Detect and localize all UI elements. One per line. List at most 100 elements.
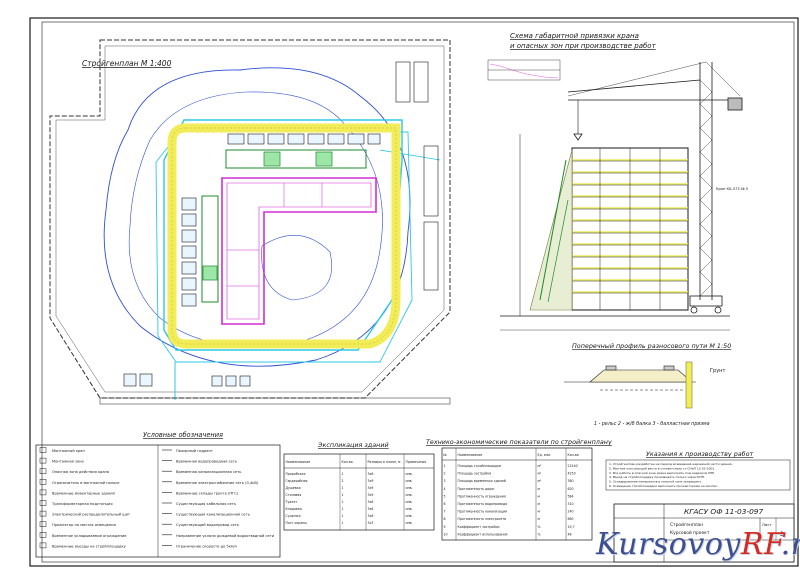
legend-item: Временные инвентарные здания bbox=[52, 491, 115, 495]
tep-table-cell: 4 bbox=[444, 487, 446, 491]
buildings-table-cell: 1 bbox=[342, 514, 344, 518]
temp-building bbox=[327, 133, 345, 145]
buildings-table-cell: Туалет bbox=[285, 500, 298, 504]
temporary-road bbox=[167, 123, 401, 349]
legend-item: Временные въезды на стройплощадку bbox=[52, 544, 127, 548]
temp-building bbox=[181, 197, 197, 211]
tep-table-cell: 240 bbox=[568, 510, 574, 514]
buildings-table-cell: 1 bbox=[342, 486, 344, 490]
crane-scheme-title-1: Схема габаритной привязки крана bbox=[510, 32, 639, 40]
temp-building bbox=[347, 133, 365, 145]
temp-building bbox=[227, 133, 245, 145]
tep-table-cell: м bbox=[538, 502, 541, 506]
watermark-part-1: Kursovoy bbox=[596, 527, 741, 562]
tep-table-cell: 620 bbox=[568, 487, 574, 491]
temp-building bbox=[239, 375, 251, 387]
load-curve bbox=[489, 63, 559, 79]
temp-building bbox=[247, 133, 265, 145]
legend-item: Пожарный гидрант bbox=[176, 449, 213, 453]
temp-building bbox=[367, 133, 381, 145]
tep-table-cell: Коэффициент застройки bbox=[458, 525, 500, 529]
floor-lines bbox=[572, 148, 688, 310]
tep-table-cell: м bbox=[538, 494, 541, 498]
safety-boundary-2 bbox=[547, 199, 569, 303]
legend-symbol bbox=[39, 457, 47, 464]
legend-symbol bbox=[39, 500, 47, 506]
tep-table-cell: Протяженность дорог bbox=[458, 487, 496, 491]
tep-table-cell: 7 bbox=[444, 510, 446, 514]
buildings-table-cell: инв. bbox=[406, 472, 413, 476]
notes-line: 2. Монтаж конструкций вести в соответств… bbox=[609, 466, 715, 470]
buildings-table-cell: инв. bbox=[406, 486, 413, 490]
tep-table-cell: 10 bbox=[444, 532, 448, 536]
temp-building bbox=[181, 213, 197, 227]
legend-item: Ограничение скорости до 5км/ч bbox=[176, 544, 237, 548]
tep-table-cell: Протяженность водопровода bbox=[458, 502, 508, 506]
crane-scheme-title-2: и опасных зон при производстве работ bbox=[510, 42, 657, 50]
buildings-table-cell: инв. bbox=[406, 500, 413, 504]
watermark-part-3: .ru bbox=[780, 527, 800, 562]
stamp-row-1: Стройгенплан bbox=[670, 521, 703, 528]
legend-item: Временные склады грунта (ПГС) bbox=[176, 491, 239, 495]
temp-building bbox=[211, 375, 223, 387]
notes-title: Указания к производству работ bbox=[646, 450, 754, 458]
crane-track-vertical bbox=[201, 195, 219, 303]
buildings-table-cell: Столовая bbox=[286, 493, 302, 497]
tep-table-cell: 19,7 bbox=[568, 525, 575, 529]
buildings-table-cell: инв. bbox=[406, 514, 413, 518]
temp-buildings-top bbox=[227, 133, 381, 145]
temp-building bbox=[287, 133, 305, 145]
notes-lines: 1. Стройгенплан разработан на период воз… bbox=[609, 462, 733, 488]
crane-jib-tie bbox=[567, 61, 707, 97]
sheet-inner-frame bbox=[41, 21, 795, 563]
gate-buildings bbox=[123, 373, 251, 387]
title-block: КГАСУ ОФ 11-03-097 Стройгенплан Курсовой… bbox=[613, 503, 795, 563]
buildings-table-cell: 3х6 bbox=[368, 472, 374, 476]
street-curb bbox=[99, 397, 451, 405]
tep-table-cell: Площадь стройплощадки bbox=[458, 464, 501, 468]
tep-table-cell: 9 bbox=[444, 525, 446, 529]
track-section-ground-label: Грунт bbox=[710, 368, 725, 374]
notes-frame bbox=[605, 459, 791, 491]
tep-table-cell: 8 bbox=[444, 517, 446, 521]
buildings-table-cell: 3х6 bbox=[368, 514, 374, 518]
legend-symbol bbox=[39, 447, 47, 453]
inner-zone-outline bbox=[261, 235, 332, 301]
tep-table-cell: 380 bbox=[568, 479, 574, 483]
legend-item: Временная водопроводная сеть bbox=[176, 460, 237, 464]
buildings-table-cell: 1 bbox=[342, 521, 344, 525]
legend-item: Существующая канализационная сеть bbox=[176, 513, 250, 517]
legend-item: Существующая кабельная сеть bbox=[176, 502, 236, 506]
rail-left bbox=[605, 365, 617, 371]
buildings-table-header: Примечание bbox=[406, 460, 427, 464]
buildings-table-cell: 3х9 bbox=[368, 493, 374, 497]
tep-table-cell: м² bbox=[538, 479, 542, 483]
notes-line: 3. Все работы в опасной зоне крана выпол… bbox=[609, 471, 715, 475]
buildings-table-cell: 1 bbox=[342, 507, 344, 511]
assembly-zone-outline bbox=[128, 91, 383, 347]
temp-building bbox=[225, 375, 237, 387]
danger-zone-hatch bbox=[529, 149, 573, 311]
site-fence-inner bbox=[55, 45, 445, 393]
tep-table-cell: % bbox=[538, 525, 541, 529]
water-network-outer bbox=[163, 119, 403, 351]
tep-table-frame bbox=[441, 447, 593, 541]
tep-table-cell: м² bbox=[538, 464, 542, 468]
buildings-table-cell: Душевая bbox=[286, 486, 301, 490]
buildings-table-cell: Пост охраны bbox=[286, 521, 308, 525]
track-section-legend: 1 - рельс 2 - ж/б балка 3 - балластная п… bbox=[594, 421, 710, 427]
open-storage bbox=[423, 221, 439, 291]
buildings-table-cell: 3х6 bbox=[368, 507, 374, 511]
buildings-table-header: Размеры в плане, м bbox=[368, 460, 402, 464]
tep-table-cell: 660 bbox=[568, 517, 574, 521]
tep-table-cell: 2 bbox=[444, 472, 446, 476]
legend-item: Монтажный кран bbox=[52, 449, 86, 453]
legend-item: Направление уклона дождевой водоотводной… bbox=[176, 534, 275, 538]
legend-symbol bbox=[39, 542, 47, 549]
crane-hook bbox=[573, 133, 583, 141]
legend-symbol bbox=[39, 510, 47, 517]
